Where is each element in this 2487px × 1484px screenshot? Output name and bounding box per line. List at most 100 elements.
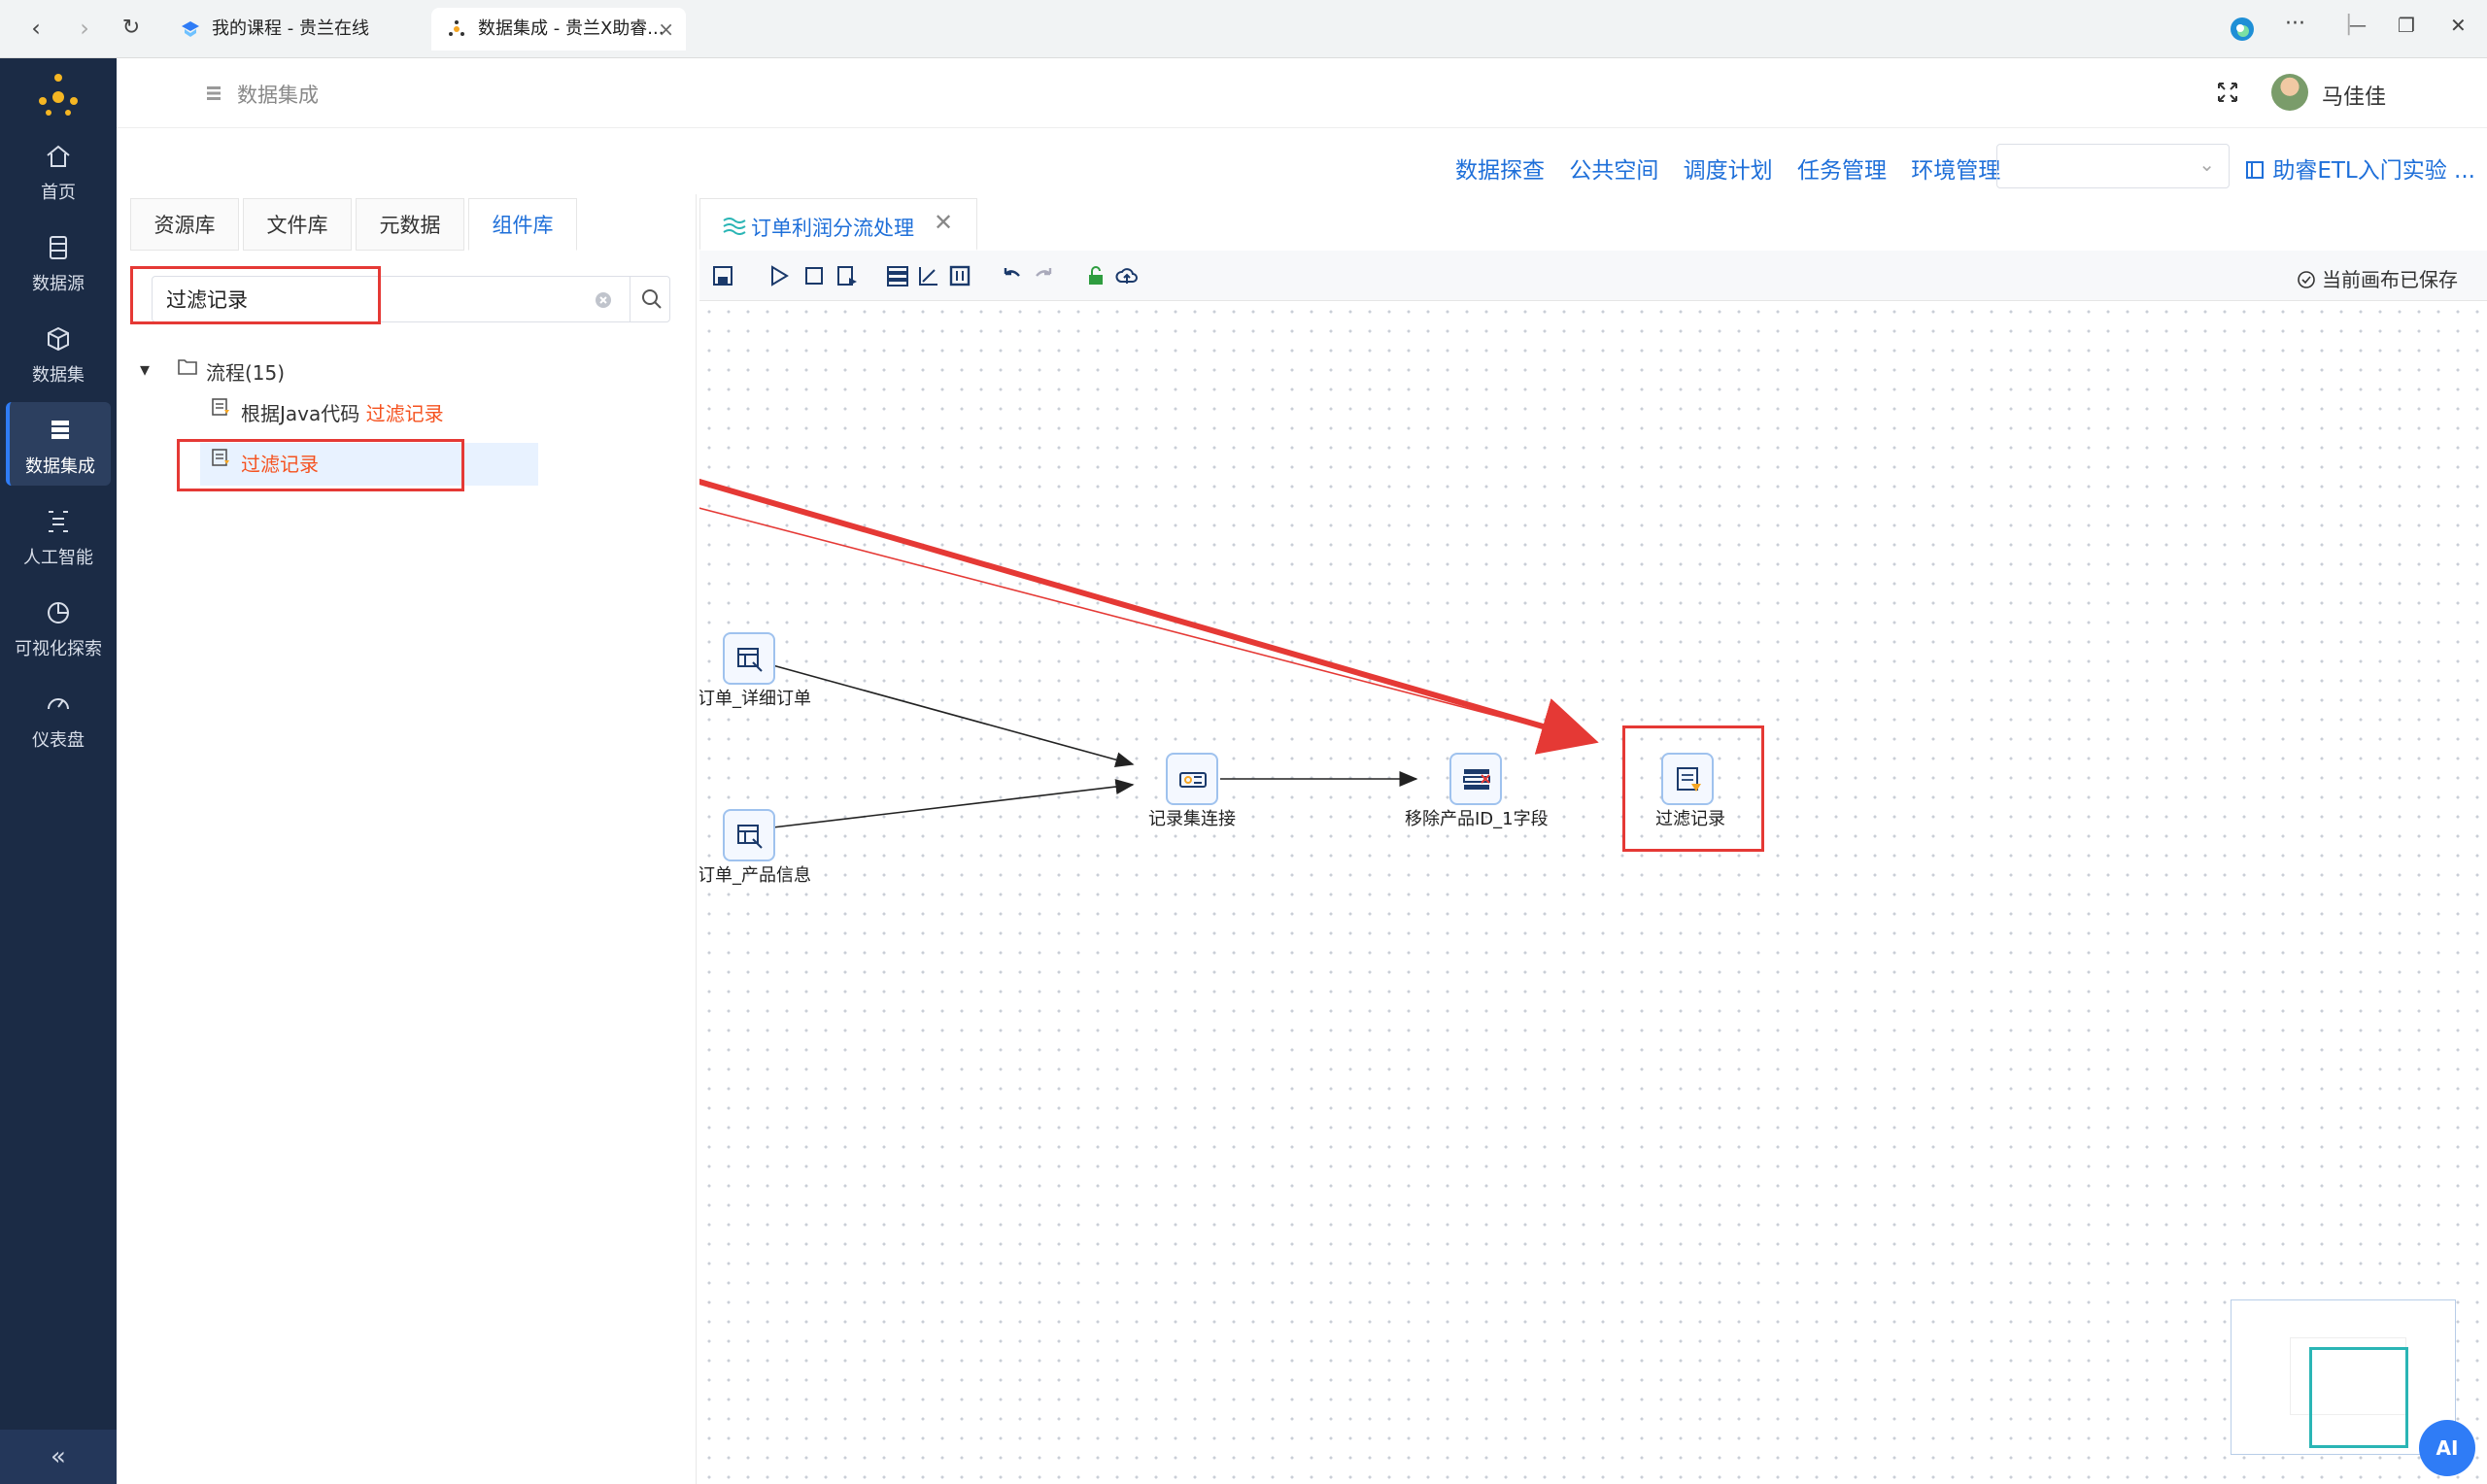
tree-item-filter-records[interactable]: 过滤记录 [241,453,319,476]
clear-icon[interactable] [594,290,613,310]
app-logo-icon [39,74,78,116]
menu-task-management[interactable]: 任务管理 [1796,158,1887,184]
nav-home[interactable]: 首页 [6,128,111,212]
tab-metadata[interactable]: 元数据 [356,198,464,251]
top-menu: 数据探查 公共空间 调度计划 任务管理 环境管理 [1455,152,2018,185]
node-label: 记录集连接 [1148,809,1236,829]
filter-component-icon [212,398,229,416]
menu-public-space[interactable]: 公共空间 [1569,158,1659,184]
tree-folder-label[interactable]: 流程(15) [206,361,286,385]
lab-link[interactable]: 助睿ETL入门实验 ... [2244,152,2475,185]
nav-ai[interactable]: 人工智能 [6,493,111,577]
tree-selected-row[interactable] [200,443,538,486]
back-icon[interactable]: ‹ [31,15,41,42]
preview-icon[interactable] [835,264,859,287]
annotation-box-search [130,266,381,324]
grid-icon[interactable] [948,264,971,287]
avatar[interactable] [2271,74,2308,111]
reload-icon[interactable]: ↻ [121,16,141,40]
menu-schedule[interactable]: 调度计划 [1683,158,1773,184]
page-header: 数据集成 马佳佳 [117,58,2487,128]
layout-icon[interactable] [886,264,909,287]
minimap-viewport[interactable] [2309,1347,2408,1448]
integration-icon [51,421,69,439]
edge-product-to-join [747,779,1135,831]
nav-datasource[interactable]: 数据源 [6,219,111,303]
filter-component-icon [212,449,229,466]
tree-toggle-icon[interactable]: ▾ [140,357,151,381]
annotation-box-new-node [1622,725,1764,852]
nav-integration[interactable]: 数据集成 [6,402,111,486]
lab-link-label: 助睿ETL入门实验 ... [2272,158,2475,184]
unlock-icon[interactable] [1084,264,1107,287]
save-status-label: 当前画布已保存 [2322,268,2458,291]
upload-cloud-icon[interactable] [1115,264,1139,287]
canvas-tab[interactable]: 订单利润分流处理 ✕ [699,198,977,251]
nav-label: 首页 [41,183,76,203]
node-label: 过滤记录 [1655,809,1725,829]
tree-item-java-filter[interactable]: 根据Java代码 过滤记录 [241,398,444,426]
book-icon [2246,161,2264,179]
align-icon[interactable] [917,264,940,287]
chevron-down-icon: ⌄ [2198,152,2215,176]
node-product-info[interactable] [723,809,775,861]
drag-arrow [699,478,1599,755]
node-recordset-join[interactable] [1166,753,1218,805]
tab-resource[interactable]: 资源库 [130,198,239,251]
undo-icon[interactable] [1001,264,1024,287]
search-input[interactable] [166,285,574,314]
close-icon[interactable]: ✕ [2450,14,2467,37]
flow-canvas[interactable]: 订单_详细订单 订单_产品信息 记录集连接 移除产品ID_1字段 过滤记录 [699,302,2487,1484]
canvas-minimap[interactable] [2231,1299,2456,1455]
run-icon[interactable] [767,264,791,287]
tab-close-icon[interactable]: × [658,17,674,41]
ai-assistant-button[interactable]: AI [2419,1420,2475,1476]
more-icon[interactable]: ··· [2285,12,2305,36]
check-circle-icon [2297,271,2315,288]
panel-divider [696,194,697,1484]
canvas-tab-close-icon[interactable]: ✕ [934,209,954,236]
node-filter-records[interactable] [1661,753,1714,805]
course-favicon-icon [182,21,199,37]
minimize-icon[interactable]: — [2349,16,2367,36]
tab-components[interactable]: 组件库 [468,198,577,251]
flow-icon [723,218,746,235]
browser-tab-courses[interactable]: 我的课程 - 贵兰在线 [165,8,418,51]
nav-label: 数据源 [32,274,85,294]
node-label: 移除产品ID_1字段 [1405,809,1549,829]
redo-icon[interactable] [1032,264,1055,287]
node-label: 订单_产品信息 [699,865,811,886]
stop-icon[interactable] [802,264,826,287]
restore-icon[interactable]: ❐ [2398,14,2415,37]
collapse-sidebar-button[interactable]: « [0,1430,117,1484]
nav-visual-explore[interactable]: 可视化探索 [6,585,111,668]
nav-dataset[interactable]: 数据集 [6,311,111,394]
node-order-detail[interactable] [723,632,775,685]
join-icon [1179,772,1207,788]
home-icon [47,145,70,167]
table-input-icon [737,825,763,849]
canvas-tab-label: 订单利润分流处理 [751,217,914,240]
user-name[interactable]: 马佳佳 [2322,85,2387,110]
browser-tab-label: 数据集成 - 贵兰X助睿... [478,18,664,39]
edge-icon[interactable] [2229,16,2256,43]
node-label: 订单_详细订单 [699,689,811,709]
browser-tab-integration[interactable]: 数据集成 - 贵兰X助睿... × [431,8,686,51]
menu-environment[interactable]: 环境管理 [1911,158,2001,184]
pie-chart-icon [48,602,69,624]
save-icon[interactable] [711,264,734,287]
fullscreen-icon[interactable] [2215,80,2240,105]
node-remove-field[interactable] [1449,753,1502,805]
remove-field-icon [1463,769,1490,790]
browser-tab-label: 我的课程 - 贵兰在线 [212,18,369,39]
menu-data-explore[interactable]: 数据探查 [1455,158,1545,184]
nav-label: 可视化探索 [15,639,102,659]
tab-file[interactable]: 文件库 [243,198,352,251]
nav-dashboard[interactable]: 仪表盘 [6,676,111,759]
app-favicon-icon [449,20,464,36]
breadcrumb: 数据集成 [237,84,319,107]
search-button[interactable] [630,276,672,322]
datasource-icon [50,236,67,259]
forward-icon[interactable]: › [80,15,89,42]
environment-select[interactable]: ⌄ [1996,144,2230,188]
